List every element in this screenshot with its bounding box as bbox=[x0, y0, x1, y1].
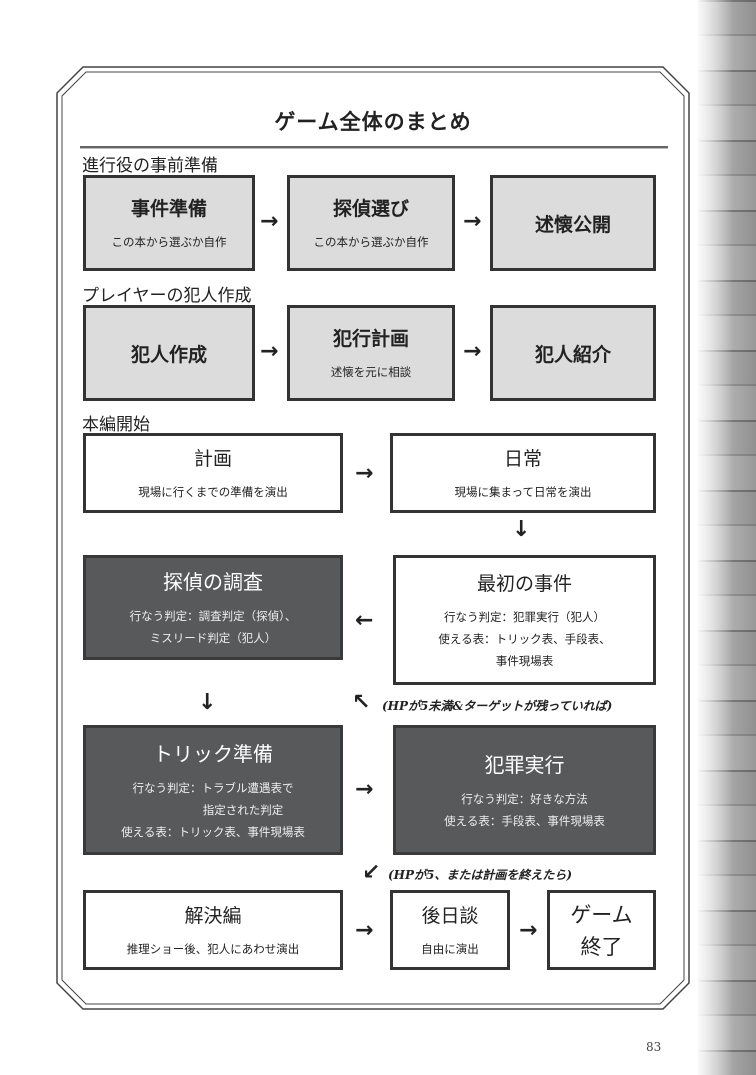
arrow-right-icon: → bbox=[260, 209, 279, 234]
box-lines: 行なう判定：犯罪実行（犯人） 使える表：トリック表、手段表、 事件現場表 bbox=[438, 606, 610, 672]
box-detective-select: 探偵選び この本から選ぶか自作 bbox=[287, 175, 455, 271]
box-game-end: ゲーム 終了 bbox=[547, 890, 656, 970]
section-main-start: 本編開始 bbox=[82, 415, 150, 435]
box-lines: 行なう判定：トラブル遭遇表で 指定された判定 使える表：トリック表、事件現場表 bbox=[121, 777, 305, 843]
box-title: 探偵選び bbox=[332, 197, 409, 220]
arrow-left-icon: ← bbox=[355, 608, 374, 633]
loop-condition-note: (HPが5未満&ターゲットが残っていれば) bbox=[382, 699, 613, 713]
page-number: 83 bbox=[646, 1040, 662, 1054]
box-line: 使える表：トリック表、手段表、 bbox=[438, 631, 611, 646]
section-gm-prep: 進行役の事前準備 bbox=[82, 156, 218, 176]
arrow-down-icon: ↓ bbox=[512, 517, 531, 542]
box-title: 探偵の調査 bbox=[163, 570, 263, 594]
double-border bbox=[56, 66, 690, 1010]
box-title: 述懐公開 bbox=[534, 213, 611, 236]
arrow-right-icon: → bbox=[355, 461, 374, 486]
box-title: 計画 bbox=[193, 447, 232, 470]
box-title: 日常 bbox=[503, 447, 542, 470]
box-title: 犯人紹介 bbox=[534, 343, 611, 366]
box-line: 行なう判定：好きな方法 bbox=[461, 791, 588, 806]
box-title: 犯行計画 bbox=[332, 327, 409, 350]
box-sub: この本から選ぶか自作 bbox=[313, 234, 429, 249]
box-line: 行なう判定：犯罪実行（犯人） bbox=[444, 609, 605, 624]
arrow-right-icon: → bbox=[260, 339, 279, 364]
box-culprit-intro: 犯人紹介 bbox=[490, 305, 656, 401]
arrow-down-icon: ↓ bbox=[198, 690, 217, 715]
box-culprit-create: 犯人作成 bbox=[83, 305, 255, 401]
box-line: 行なう判定：調査判定（探偵）、 bbox=[129, 609, 297, 623]
box-reminiscence-reveal: 述懐公開 bbox=[490, 175, 656, 271]
box-epilogue: 後日談 自由に演出 bbox=[390, 890, 510, 970]
exit-condition-note: (HPが5、または計画を終えたら) bbox=[388, 868, 573, 882]
box-sub: 推理ショー後、犯人にあわせ演出 bbox=[126, 941, 300, 956]
box-line: 事件現場表 bbox=[495, 653, 554, 668]
box-sub: 述懐を元に相談 bbox=[330, 364, 412, 379]
arrow-right-icon: → bbox=[463, 339, 482, 364]
arrow-right-icon: → bbox=[519, 918, 538, 943]
arrow-up-left-icon: ↖ bbox=[352, 690, 371, 715]
box-title: 事件準備 bbox=[130, 197, 207, 220]
box-lines: 行なう判定：好きな方法 使える表：手段表、事件現場表 bbox=[444, 788, 605, 832]
box-first-incident: 最初の事件 行なう判定：犯罪実行（犯人） 使える表：トリック表、手段表、 事件現… bbox=[393, 555, 656, 685]
box-title: 犯罪実行 bbox=[484, 752, 565, 777]
box-sub: 現場に行くまでの準備を演出 bbox=[138, 484, 288, 499]
page-frame bbox=[55, 65, 691, 1011]
box-title: 最初の事件 bbox=[476, 572, 572, 595]
box-title: 犯人作成 bbox=[130, 343, 207, 366]
brick-wall-decoration bbox=[698, 0, 756, 1075]
box-title-line2: 終了 bbox=[580, 935, 623, 959]
box-title: トリック準備 bbox=[153, 741, 273, 766]
box-sub: この本から選ぶか自作 bbox=[111, 234, 227, 249]
arrow-down-left-icon: ↙ bbox=[362, 860, 381, 885]
box-incident-prep: 事件準備 この本から選ぶか自作 bbox=[83, 175, 255, 271]
box-line: 使える表：手段表、事件現場表 bbox=[444, 813, 605, 828]
box-trick-prep: トリック準備 行なう判定：トラブル遭遇表で 指定された判定 使える表：トリック表… bbox=[83, 725, 343, 855]
box-title-line1: ゲーム bbox=[570, 903, 633, 927]
box-sub: 現場に集まって日常を演出 bbox=[454, 484, 592, 499]
box-title: 後日談 bbox=[421, 904, 479, 927]
box-daily: 日常 現場に集まって日常を演出 bbox=[390, 433, 656, 513]
box-plan: 計画 現場に行くまでの準備を演出 bbox=[83, 433, 343, 513]
box-title: 解決編 bbox=[184, 904, 242, 927]
title-divider bbox=[80, 146, 668, 149]
section-culprit-creation: プレイヤーの犯人作成 bbox=[82, 286, 252, 306]
box-line: ミスリード判定（犯人） bbox=[149, 631, 277, 645]
box-lines: 行なう判定：調査判定（探偵）、 ミスリード判定（犯人） bbox=[130, 605, 297, 649]
box-line: 使える表：トリック表、事件現場表 bbox=[121, 824, 305, 839]
box-resolution: 解決編 推理ショー後、犯人にあわせ演出 bbox=[83, 890, 343, 970]
box-crime-execution: 犯罪実行 行なう判定：好きな方法 使える表：手段表、事件現場表 bbox=[393, 725, 656, 855]
page-title: ゲーム全体のまとめ bbox=[274, 110, 472, 134]
box-crime-plan: 犯行計画 述懐を元に相談 bbox=[287, 305, 455, 401]
box-sub: 自由に演出 bbox=[421, 941, 479, 956]
arrow-right-icon: → bbox=[463, 209, 482, 234]
box-line: 指定された判定 bbox=[202, 802, 284, 817]
arrow-right-icon: → bbox=[355, 918, 374, 943]
arrow-right-icon: → bbox=[355, 777, 374, 802]
box-line: 行なう判定：トラブル遭遇表で bbox=[132, 780, 294, 795]
box-investigation: 探偵の調査 行なう判定：調査判定（探偵）、 ミスリード判定（犯人） bbox=[83, 555, 343, 660]
